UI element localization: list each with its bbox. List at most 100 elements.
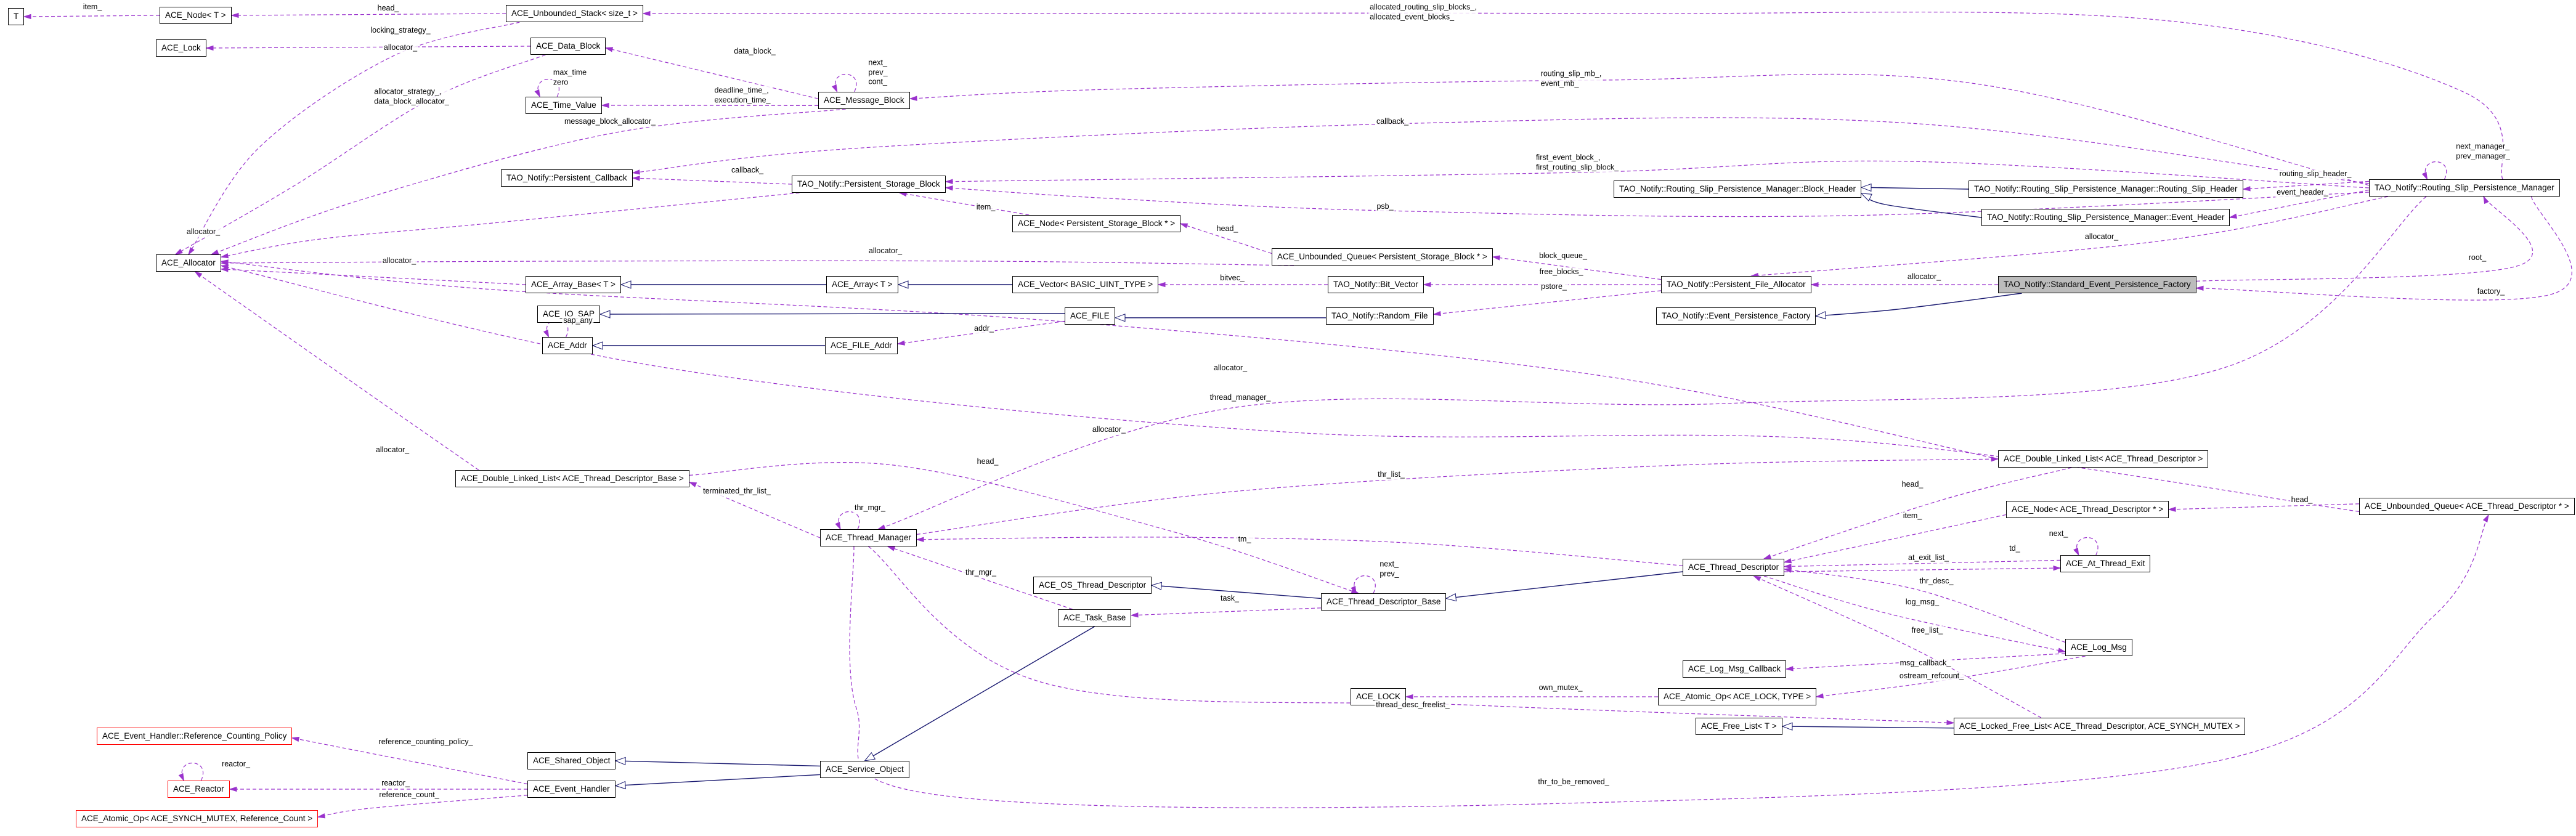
class-node-locked_free_list[interactable]: ACE_Locked_Free_List< ACE_Thread_Descrip… — [1954, 718, 2246, 736]
class-node-atomic_op_synch[interactable]: ACE_Atomic_Op< ACE_SYNCH_MUTEX, Referenc… — [76, 810, 319, 828]
member-edge — [23, 15, 160, 17]
member-edge — [221, 192, 800, 258]
arrowhead — [1860, 183, 1872, 192]
class-node-at_thread_exit[interactable]: ACE_At_Thread_Exit — [2060, 555, 2151, 573]
edge-label: ostream_refcount_ — [1898, 672, 1965, 681]
edge-label: next_manager_ prev_manager_ — [2455, 142, 2511, 161]
class-node-event_handler[interactable]: ACE_Event_Handler — [527, 781, 616, 798]
class-node-uq_td[interactable]: ACE_Unbounded_Queue< ACE_Thread_Descript… — [2359, 498, 2575, 516]
member-edge — [643, 11, 2504, 180]
inherit-edge — [1445, 571, 1683, 599]
edge-label: msg_callback_ — [1898, 659, 1952, 668]
class-node-node_psb[interactable]: ACE_Node< Persistent_Storage_Block * > — [1012, 215, 1181, 233]
arrowhead — [1946, 720, 1955, 726]
class-node-array[interactable]: ACE_Array< T > — [826, 276, 898, 294]
class-node-file_addr[interactable]: ACE_FILE_Addr — [825, 337, 898, 355]
class-node-pfa[interactable]: TAO_Notify::Persistent_File_Allocator — [1661, 276, 1811, 294]
class-node-rspm[interactable]: TAO_Notify::Routing_Slip_Persistence_Man… — [2369, 179, 2560, 197]
arrowhead — [1991, 457, 1999, 462]
edge-label: factory_ — [2476, 287, 2506, 297]
member-edge — [291, 737, 528, 785]
arrowhead — [1157, 282, 1166, 288]
class-node-ref_count_policy[interactable]: ACE_Event_Handler::Reference_Counting_Po… — [97, 728, 293, 745]
edge-label: max_time zero — [551, 68, 588, 87]
class-node-psb[interactable]: TAO_Notify::Persistent_Storage_Block — [792, 176, 946, 193]
class-node-tdb[interactable]: ACE_Thread_Descriptor_Base — [1321, 593, 1447, 611]
arrowhead — [1130, 612, 1139, 618]
edge-label: root_ — [2467, 253, 2488, 263]
arrowhead — [188, 247, 195, 256]
inherit-edge — [1782, 726, 1954, 729]
member-edge — [2243, 181, 2370, 190]
class-node-addr[interactable]: ACE_Addr — [542, 337, 593, 355]
arrowhead — [534, 89, 540, 98]
class-node-log_msg_cb[interactable]: ACE_Log_Msg_Callback — [1683, 660, 1787, 678]
class-node-time_value[interactable]: ACE_Time_Value — [526, 97, 602, 115]
class-node-bit_vector[interactable]: TAO_Notify::Bit_Vector — [1328, 276, 1424, 294]
class-node-reactor[interactable]: ACE_Reactor — [168, 781, 230, 798]
member-edge — [868, 546, 1954, 723]
member-edge — [899, 192, 1030, 216]
edge-label: message_block_allocator_ — [563, 117, 657, 127]
class-node-rs_header[interactable]: TAO_Notify::Routing_Slip_Persistence_Man… — [1969, 181, 2243, 198]
class-node-task_base[interactable]: ACE_Task_Base — [1058, 609, 1132, 627]
class-node-epf[interactable]: TAO_Notify::Event_Persistence_Factory — [1656, 307, 1816, 325]
class-node-node_td[interactable]: ACE_Node< ACE_Thread_Descriptor * > — [2006, 501, 2169, 519]
member-edge — [231, 13, 506, 16]
class-node-node_T[interactable]: ACE_Node< T > — [160, 7, 232, 25]
edge-label: reference_count_ — [378, 790, 441, 800]
edge-label: own_mutex_ — [1537, 683, 1584, 693]
arrowhead — [887, 546, 896, 551]
class-node-data_block[interactable]: ACE_Data_Block — [530, 38, 606, 55]
class-node-shared_object[interactable]: ACE_Shared_Object — [527, 752, 616, 770]
member-edge — [2168, 503, 2360, 510]
inherit-edge — [1861, 193, 1982, 218]
class-node-array_base[interactable]: ACE_Array_Base< T > — [526, 276, 621, 294]
class-node-pcallback[interactable]: TAO_Notify::Persistent_Callback — [501, 169, 633, 187]
class-node-allocator[interactable]: ACE_Allocator — [156, 254, 221, 272]
class-node-vector[interactable]: ACE_Vector< BASIC_UINT_TYPE > — [1012, 276, 1159, 294]
class-node-std_factory: TAO_Notify::Standard_Event_Persistence_F… — [1998, 276, 2196, 294]
member-edge — [632, 117, 2370, 184]
class-node-dll_tdb[interactable]: ACE_Double_Linked_List< ACE_Thread_Descr… — [455, 470, 689, 488]
member-edge — [945, 160, 2370, 189]
edge-label: head_ — [2290, 495, 2314, 505]
class-node-uq_psb[interactable]: ACE_Unbounded_Queue< Persistent_Storage_… — [1272, 248, 1493, 266]
arrowhead — [174, 248, 183, 255]
arrowhead — [205, 45, 214, 51]
class-node-event_header[interactable]: TAO_Notify::Routing_Slip_Persistence_Man… — [1981, 209, 2230, 227]
class-node-lock[interactable]: ACE_Lock — [156, 39, 206, 57]
inherit-edge — [615, 774, 821, 787]
edge-label: deadline_time_, execution_time_ — [713, 86, 772, 105]
member-edge — [1751, 196, 2389, 277]
class-node-free_list[interactable]: ACE_Free_List< T > — [1696, 718, 1782, 736]
class-node-dll_td[interactable]: ACE_Double_Linked_List< ACE_Thread_Descr… — [1998, 450, 2209, 468]
arrowhead — [945, 179, 953, 184]
member-edge — [632, 177, 792, 185]
class-node-file[interactable]: ACE_FILE — [1065, 307, 1115, 325]
class-node-block_header[interactable]: TAO_Notify::Routing_Slip_Persistence_Man… — [1614, 181, 1861, 198]
class-node-thread_descriptor[interactable]: ACE_Thread_Descriptor — [1683, 559, 1785, 577]
member-edge — [849, 514, 2489, 808]
member-edge — [916, 537, 1683, 566]
arrowhead — [877, 524, 886, 530]
class-node-msg_block[interactable]: ACE_Message_Block — [818, 92, 910, 110]
arrowhead — [1114, 314, 1126, 322]
member-edge — [1786, 653, 2066, 670]
class-node-thread_manager[interactable]: ACE_Thread_Manager — [820, 529, 917, 547]
class-node-service_object[interactable]: ACE_Service_Object — [820, 761, 909, 779]
class-node-log_msg[interactable]: ACE_Log_Msg — [2065, 639, 2132, 657]
edge-label: allocator_ — [2083, 232, 2120, 242]
edge-label: next_ — [2047, 529, 2070, 539]
class-node-ustack[interactable]: ACE_Unbounded_Stack< size_t > — [506, 5, 643, 23]
member-edge — [916, 458, 1999, 535]
class-node-atomic_op_lock[interactable]: ACE_Atomic_Op< ACE_LOCK, TYPE > — [1658, 688, 1817, 706]
class-node-random_file[interactable]: TAO_Notify::Random_File — [1326, 307, 1434, 325]
arrowhead — [1763, 554, 1772, 559]
member-edge — [1784, 567, 2061, 572]
class-node-os_td[interactable]: ACE_OS_Thread_Descriptor — [1033, 577, 1152, 595]
arrowhead — [229, 786, 237, 792]
member-edge — [1816, 655, 2086, 697]
arrowhead — [291, 736, 300, 742]
